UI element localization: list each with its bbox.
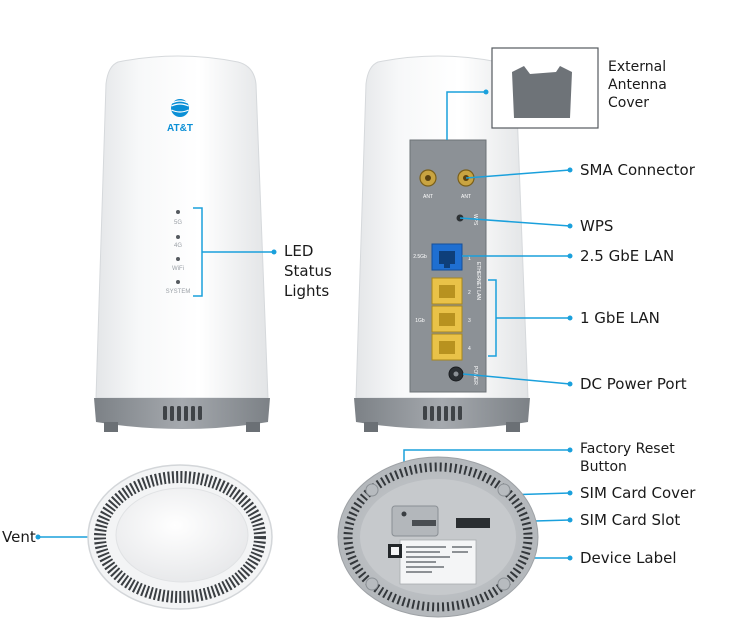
label-text-lines	[406, 546, 472, 573]
front-view: AT&T 5G 4G WiFi SYSTEM	[94, 55, 277, 432]
antenna-cover-label-line: Antenna	[608, 77, 667, 93]
front-base-vents	[163, 406, 202, 421]
sim-card-cover-label: SIM Card Cover	[580, 484, 696, 502]
wps-line	[459, 217, 571, 227]
device-label-label: Device Label	[580, 549, 677, 567]
screw-icon	[497, 483, 511, 497]
bottom-vent-ring	[343, 462, 533, 612]
port-number: 1	[468, 256, 471, 262]
port-number: 3	[468, 318, 471, 324]
barcode-icon	[456, 518, 490, 528]
ant-label: ANT	[461, 194, 471, 200]
lan1-port-label: 1Gb	[415, 318, 425, 324]
screw-icon	[365, 577, 379, 591]
top-vent-ring	[94, 471, 266, 603]
dc-power-port-label: DC Power Port	[580, 375, 687, 393]
lan-25-label: 2.5 GbE LAN	[580, 247, 675, 265]
led-label-line: Status	[284, 262, 332, 280]
rear-foot-left	[364, 422, 378, 432]
port-number: 2	[468, 290, 471, 296]
antenna-cover-label-line: Cover	[608, 95, 649, 111]
led-status-lights-label: LED Status Lights	[284, 241, 332, 301]
led-label: WiFi	[172, 266, 184, 272]
led-label: 4G	[174, 243, 182, 249]
top-view	[87, 464, 273, 610]
lan1-bracket	[488, 279, 570, 357]
sma-connector-label: SMA Connector	[580, 161, 695, 179]
led-bracket	[193, 207, 274, 297]
led-dot	[176, 235, 180, 239]
sma-connector-icon	[419, 169, 475, 187]
port-number: 4	[468, 346, 471, 352]
front-foot-right	[246, 422, 260, 432]
antenna-cover-icon	[512, 66, 572, 118]
wps-label: WPS	[580, 217, 614, 235]
antenna-cover-line	[446, 91, 486, 140]
led-label: 5G	[174, 220, 182, 226]
led-label: SYSTEM	[166, 289, 191, 295]
led-callout-dot	[271, 249, 277, 255]
front-foot-left	[104, 422, 118, 432]
rear-view: ANT ANT WPS 2.5Gb 1 1Gb 2 3 4 ETHERNET L…	[354, 55, 530, 432]
lan-1-label: 1 GbE LAN	[580, 309, 660, 327]
rear-base-vents	[423, 406, 462, 421]
factory-reset-label: Factory Reset Button	[580, 440, 675, 476]
power-line	[462, 373, 571, 385]
antenna-cover-label-line: External	[608, 59, 667, 75]
factory-reset-button[interactable]	[401, 511, 407, 517]
screw-icon	[497, 577, 511, 591]
led-label-line: Lights	[284, 282, 330, 300]
sim-card-slot-icon	[412, 520, 436, 526]
lan1-port	[431, 305, 463, 333]
led-dot	[176, 210, 180, 214]
screw-icon	[365, 483, 379, 497]
ethernet-lan-label: ETHERNET LAN	[475, 262, 481, 300]
reset-label-line: Factory Reset	[580, 441, 675, 457]
sma-line	[465, 169, 571, 179]
front-base	[94, 398, 270, 429]
led-label-line: LED	[284, 242, 314, 260]
vent-label: Vent	[2, 528, 36, 546]
led-dot	[176, 257, 180, 261]
dc-power-port	[448, 366, 464, 382]
lan25-port-label: 2.5Gb	[413, 254, 427, 260]
antenna-cover-inset	[491, 47, 599, 129]
sim-card-slot-label: SIM Card Slot	[580, 511, 681, 529]
lan1-port	[431, 277, 463, 305]
lan1-port	[431, 333, 463, 361]
att-globe-icon	[171, 99, 189, 117]
led-indicators: 5G 4G WiFi SYSTEM	[166, 210, 191, 295]
external-antenna-cover-label: External Antenna Cover	[608, 58, 667, 112]
reset-label-line: Button	[580, 459, 627, 475]
ant-label: ANT	[423, 194, 433, 200]
led-dot	[176, 280, 180, 284]
att-brand-logo: AT&T	[167, 123, 193, 134]
wps-port-label: WPS	[472, 214, 478, 226]
lan25-port	[431, 243, 463, 271]
callout-dots	[35, 89, 573, 561]
rear-foot-right	[506, 422, 520, 432]
bottom-view	[337, 456, 539, 618]
top-pad	[115, 487, 249, 583]
rear-base	[354, 398, 530, 429]
front-body	[95, 55, 269, 399]
